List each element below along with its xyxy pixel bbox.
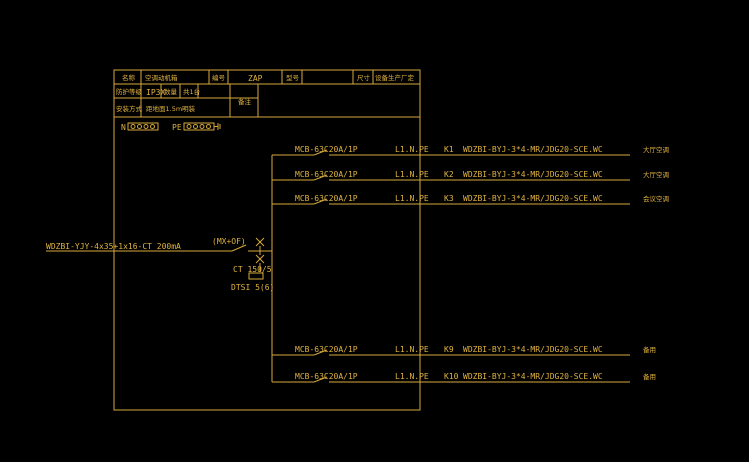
circuit-load: 备用 [643,345,656,354]
circuit-row-k10: MCB-63C20A/1P L1.N.PE K10 WDZBI-BYJ-3*4-MR/… [272,372,656,383]
circuit-cable: WDZBI-BYJ-3*4-MR/JDG20-SCE.WC [463,345,603,354]
circuit-id: K1 [444,145,454,154]
n-terminal-label: N [121,123,126,132]
circuit-load: 大厅空调 [643,170,669,179]
panel-outline [113,69,421,411]
label-quantity: 数量 [164,87,178,96]
protection-value: IP3X [146,88,165,97]
circuit-phase: L1.N.PE [395,372,429,381]
label-remark: 备注 [238,97,252,106]
circuit-cable: WDZBI-BYJ-3*4-MR/JDG20-SCE.WC [463,145,603,154]
current-transformer: CT 150/5 [233,265,272,274]
circuit-load: 备用 [643,372,656,381]
circuit-phase: L1.N.PE [395,345,429,354]
pe-terminal-label: PE [172,123,182,132]
circuit-row-k9: MCB-63C20A/1P L1.N.PE K9 WDZBI-BYJ-3*4-MR/J… [272,345,656,356]
circuit-cable: WDZBI-BYJ-3*4-MR/JDG20-SCE.WC [463,170,603,179]
meter-box [248,272,264,280]
circuit-breaker: MCB-63C20A/1P [295,194,358,203]
energy-meter: DTSI 5(6) [231,283,274,292]
circuit-load: 会议空调 [643,194,669,203]
panel-code: ZAP [248,74,263,83]
incoming-cable: WDZBI-YJY-4x35+1x16-CT 200mA [46,242,181,251]
surge-protector [255,237,265,272]
circuit-breaker: MCB-63C20A/1P [295,170,358,179]
circuit-phase: L1.N.PE [395,170,429,179]
install-value: 距地面1.5m明装 [146,104,196,113]
label-model: 型号 [286,73,300,82]
circuit-id: K2 [444,170,454,179]
circuit-cable: WDZBI-BYJ-3*4-MR/JDG20-SCE.WC [463,372,603,381]
n-terminal-block [127,122,159,131]
circuit-cable: WDZBI-BYJ-3*4-MR/JDG20-SCE.WC [463,194,603,203]
panel-name: 空调动机箱 [145,73,178,82]
circuit-row-k2: MCB-63C20A/1P L1.N.PE K2 WDZBI-BYJ-3*4-MR/J… [272,170,669,181]
label-protection: 防护等级 [116,87,143,96]
circuit-id: K10 [444,372,459,381]
circuit-phase: L1.N.PE [395,145,429,154]
circuit-breaker: MCB-63C20A/1P [295,372,358,381]
label-size: 尺寸 [357,73,371,82]
circuit-id: K9 [444,345,454,354]
pe-terminal-block [183,122,221,131]
circuit-row-k3: MCB-63C20A/1P L1.N.PE K3 WDZBI-BYJ-3*4-MR/J… [272,194,669,205]
circuit-id: K3 [444,194,454,203]
quantity-value: 共1台 [183,87,200,96]
incoming-breaker: (MX+OF) [212,237,246,246]
circuit-load: 大厅空调 [643,145,669,154]
label-install: 安装方式 [116,104,143,113]
circuit-breaker: MCB-63C20A/1P [295,145,358,154]
circuit-phase: L1.N.PE [395,194,429,203]
label-code: 编号 [212,73,226,82]
label-name: 名称 [122,73,136,82]
circuit-row-k1: MCB-63C20A/1P L1.N.PE K1 WDZBI-BYJ-3*4-MR/J… [272,145,669,156]
title-block [114,70,420,118]
circuit-breaker: MCB-63C20A/1P [295,345,358,354]
manufacturer: 设备生产厂定 [375,73,415,82]
